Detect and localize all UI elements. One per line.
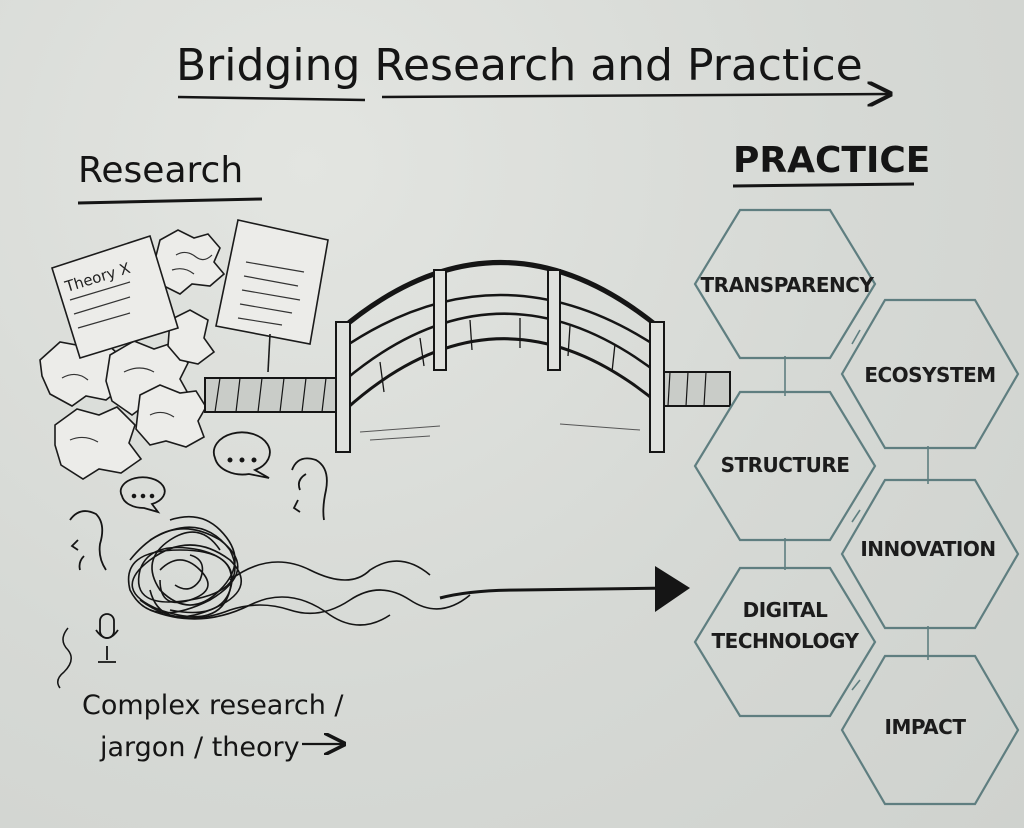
theory-paper xyxy=(51,234,179,359)
hex-impact: IMPACT xyxy=(840,654,1020,806)
people-illustration xyxy=(57,431,328,689)
hex-structure: STRUCTURE xyxy=(693,390,877,542)
research-to-practice-arrow xyxy=(439,586,673,600)
paper-scribbles xyxy=(61,251,305,443)
hex-label-innovation: INNOVATION xyxy=(860,537,995,561)
research-heading: Research xyxy=(78,150,243,191)
microphone-icon xyxy=(99,613,115,639)
arrowhead-icon xyxy=(655,566,690,612)
paper-pile xyxy=(39,219,329,480)
practice-heading: PRACTICE xyxy=(733,140,930,181)
crumpled-paper-icon xyxy=(54,406,143,480)
crumpled-paper-icon xyxy=(167,309,216,365)
hex-transparency: TRANSPARENCY xyxy=(693,208,877,360)
hex-ecosystem: ECOSYSTEM xyxy=(840,298,1020,450)
hex-label-technology: TECHNOLOGY xyxy=(712,629,860,653)
person-icon xyxy=(291,457,328,521)
crumpled-paper-icon xyxy=(135,384,207,448)
tangled-scribble xyxy=(127,515,471,626)
hex-digital-technology: DIGITAL TECHNOLOGY xyxy=(693,566,877,718)
hex-label-structure: STRUCTURE xyxy=(721,453,850,477)
notes-board xyxy=(215,219,329,345)
bridge-illustration xyxy=(204,260,731,453)
hex-innovation: INNOVATION xyxy=(840,478,1020,630)
hex-connectors xyxy=(784,329,929,691)
speech-bubble-icon xyxy=(212,431,271,479)
hex-label-ecosystem: ECOSYSTEM xyxy=(864,363,995,387)
hex-label-transparency: TRANSPARENCY xyxy=(701,273,875,297)
person-icon xyxy=(69,510,107,571)
hex-label-impact: IMPACT xyxy=(885,715,967,739)
title-underline xyxy=(177,95,366,102)
research-underline xyxy=(77,197,263,205)
diagram-title: Bridging Research and Practice xyxy=(176,40,863,91)
hex-label-digital: DIGITAL xyxy=(743,598,828,622)
practice-underline xyxy=(732,182,915,188)
speech-bubble-icon xyxy=(119,476,166,514)
note-line-2: jargon / theory xyxy=(99,732,300,763)
title-arrow xyxy=(381,94,890,97)
note-line-1: Complex research / xyxy=(82,690,344,721)
